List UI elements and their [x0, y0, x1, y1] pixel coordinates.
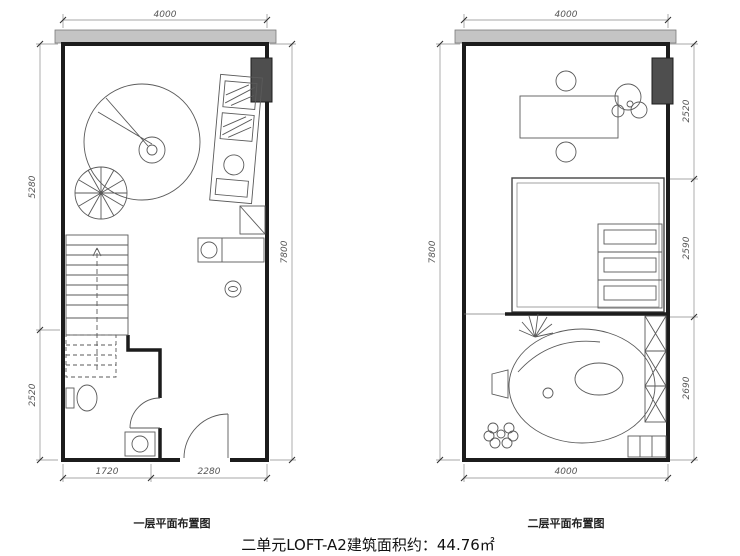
speaker	[491, 369, 509, 399]
staircase	[65, 234, 129, 378]
flower-decor	[483, 422, 519, 449]
dim-label: 4000	[154, 10, 177, 20]
floor-lamp-arm	[97, 97, 153, 147]
second-floor-plan: 4000 7800 2520 2590 2690 4000	[428, 10, 698, 482]
dim-label: 2690	[682, 376, 692, 399]
flue-shaft	[250, 57, 273, 103]
stairs-under-dashed	[65, 334, 117, 378]
plan1-dimensions: 4000 5280 2520 7800 1720 2280	[28, 10, 296, 482]
entry-door-opening	[180, 454, 230, 464]
void-railing	[511, 177, 665, 313]
bed-throw-line	[517, 340, 601, 373]
dim-label: 7800	[428, 240, 438, 263]
leaf-decor	[518, 313, 554, 338]
top-slab	[54, 29, 277, 44]
ac-unit	[627, 435, 667, 458]
stool	[555, 141, 577, 163]
bedroom-furniture	[483, 313, 667, 458]
plan2-caption: 二层平面布置图	[528, 516, 605, 530]
pillow	[574, 362, 624, 396]
dim-label: 4000	[555, 467, 578, 477]
cabinet-stack	[597, 223, 663, 309]
plan1-caption: 一层平面布置图	[134, 516, 211, 530]
washbasin	[124, 431, 156, 457]
fridge	[239, 205, 266, 235]
potted-plant	[611, 83, 648, 119]
dim-label: 2520	[28, 383, 38, 406]
dim-label: 2280	[198, 467, 221, 477]
bathroom-door	[129, 397, 161, 429]
kitchen-counter	[197, 237, 265, 263]
flue-shaft	[651, 57, 674, 105]
fan-plant-decor	[74, 166, 128, 220]
first-floor-plan: 4000 5280 2520 7800 1720 2280	[28, 10, 296, 482]
dim-label: 2520	[682, 99, 692, 122]
bathroom-fixtures	[65, 384, 156, 457]
dim-label: 5280	[28, 175, 38, 198]
dim-label: 7800	[280, 240, 290, 263]
round-rug	[83, 83, 201, 201]
stool	[555, 70, 577, 92]
bathroom-wall	[126, 335, 162, 460]
dim-label: 1720	[96, 467, 119, 477]
dim-label: 2590	[682, 236, 692, 259]
outer-wall	[462, 42, 670, 462]
desk-unit	[209, 73, 263, 205]
dim-label: 4000	[555, 10, 578, 20]
void-railing-inner	[516, 182, 660, 308]
outer-wall	[61, 42, 269, 462]
upper-furniture	[519, 70, 663, 309]
plan2-dimensions: 4000 7800 2520 2590 2690 4000	[428, 10, 698, 482]
entry-door	[183, 413, 229, 459]
wardrobe-hatch	[644, 315, 667, 423]
stool	[224, 280, 242, 298]
stair-arrow-head	[92, 247, 102, 257]
toilet-tank	[65, 387, 75, 409]
sheet-title: 二单元LOFT-A2建筑面积约：44.76㎡	[241, 536, 495, 554]
top-slab	[454, 29, 677, 44]
living-area-furniture	[74, 73, 266, 298]
toilet-bowl	[76, 384, 98, 412]
